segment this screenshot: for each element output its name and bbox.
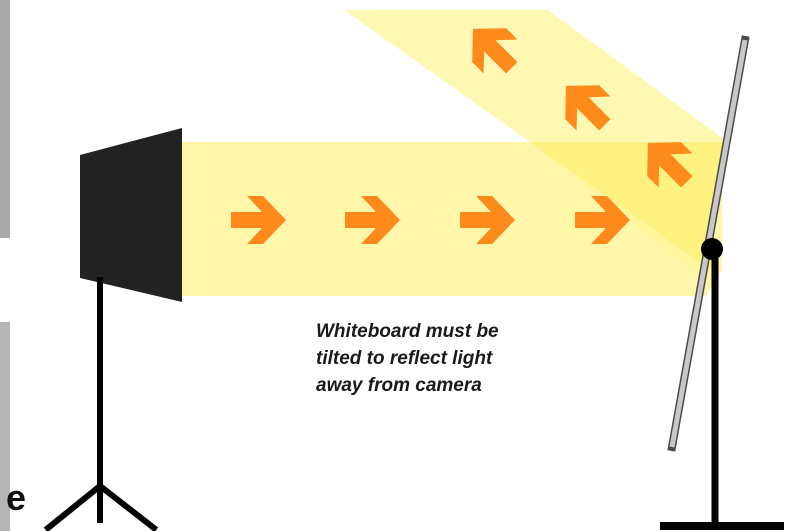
softbox-light-icon <box>80 128 182 302</box>
slide-title-fragment: e <box>6 478 26 518</box>
side-bar-top <box>0 0 10 238</box>
caption-line-2: tilted to reflect light <box>316 345 586 372</box>
caption-line-1: Whiteboard must be <box>316 318 586 345</box>
lamp-stand <box>48 280 154 528</box>
caption-line-3: away from camera <box>316 372 586 399</box>
diagram-caption: Whiteboard must be tilted to reflect lig… <box>316 318 586 399</box>
